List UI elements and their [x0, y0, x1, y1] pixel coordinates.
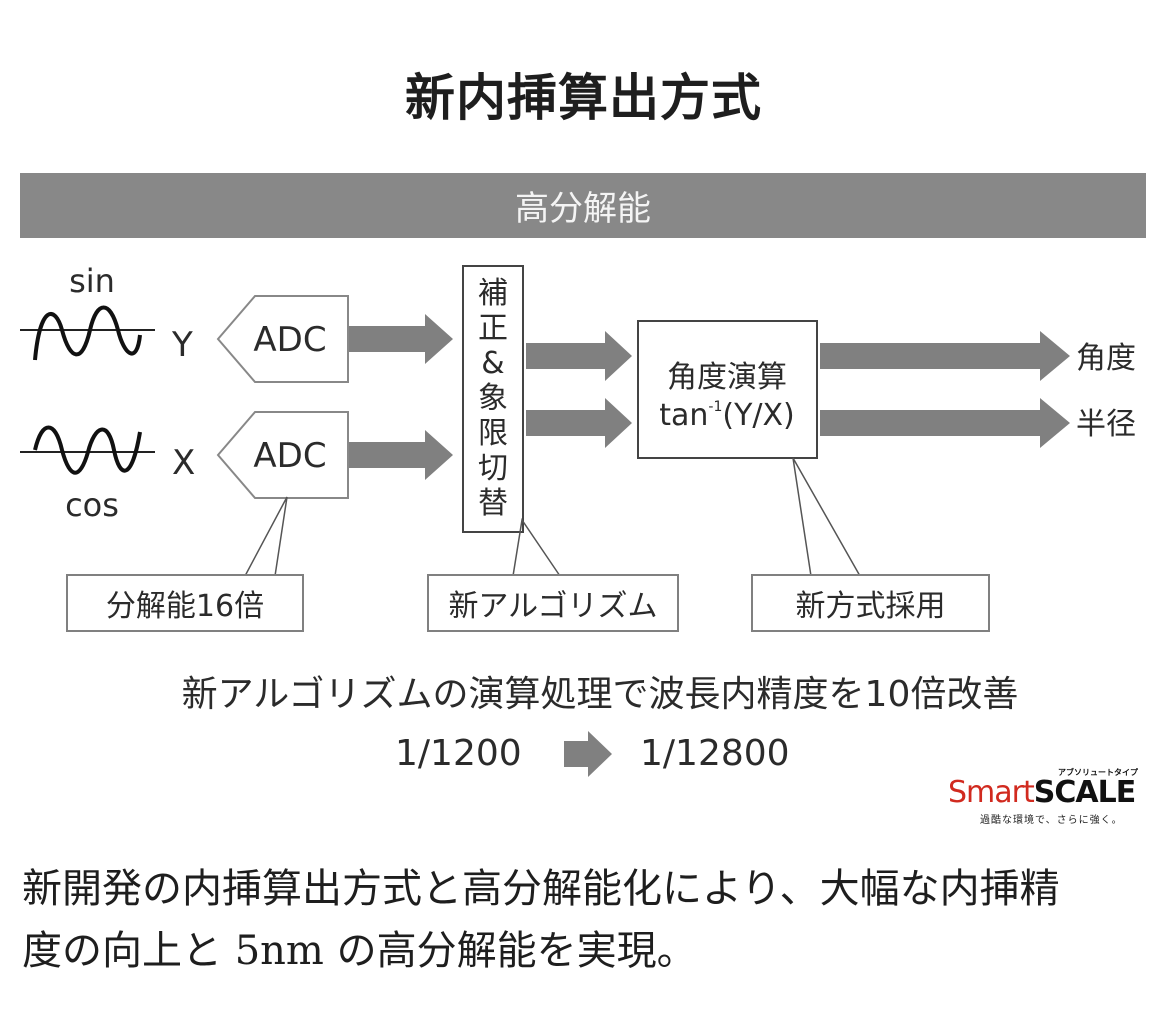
cos-label: cos	[65, 486, 119, 524]
correction-char: &	[481, 346, 504, 381]
logo-wordmark: SmartSCALE	[948, 775, 1136, 810]
correction-char: 正	[478, 311, 508, 346]
description-line-2: 度の向上と 5nm の高分解能を実現。	[22, 928, 697, 974]
arrow-angle-output	[820, 331, 1070, 381]
y-label: Y	[171, 325, 193, 365]
adc-top-label: ADC	[253, 320, 326, 360]
correction-char: 補	[478, 276, 508, 311]
section-banner: 高分解能	[20, 173, 1146, 238]
tan-formula: tan-1(Y/X)	[659, 398, 795, 433]
correction-char: 象	[478, 381, 508, 416]
description-line-1: 新開発の内挿算出方式と高分解能化により、大幅な内挿精	[22, 866, 1060, 912]
sine-wave-icon	[20, 305, 155, 361]
callout-algorithm: 新アルゴリズム	[427, 574, 679, 632]
arrow-adc-top	[349, 314, 453, 364]
callout-algorithm-text: 新アルゴリズム	[448, 589, 658, 624]
logo-scale: SCALE	[1033, 775, 1136, 810]
callout-resolution-text: 分解能16倍	[105, 589, 265, 624]
callout-method: 新方式採用	[751, 574, 990, 632]
callout-leader-method	[792, 457, 861, 577]
callout-leader-algorithm	[512, 518, 561, 577]
tan-prefix: tan	[659, 398, 708, 433]
angle-calc-box	[637, 320, 818, 459]
logo-tagline: 過酷な環境で、さらに強く。	[980, 815, 1123, 826]
x-label: X	[172, 443, 195, 483]
ratio-before: 1/1200	[395, 733, 522, 774]
adc-block-bottom	[216, 411, 349, 499]
arrow-adc-bottom	[349, 430, 453, 480]
cosine-wave-icon	[20, 425, 155, 475]
callout-resolution: 分解能16倍	[66, 574, 304, 632]
tan-suffix: (Y/X)	[722, 398, 794, 433]
tan-superscript: -1	[708, 399, 722, 415]
smartscale-logo: アブソリュートタイプ SmartSCALE 過酷な環境で、さらに強く。	[948, 765, 1148, 826]
angle-calc-label: 角度演算	[667, 360, 787, 395]
ratio-after: 1/12800	[640, 733, 790, 774]
callout-method-text: 新方式採用	[795, 589, 946, 624]
description-paragraph: 新開発の内挿算出方式と高分解能化により、大幅な内挿精 度の向上と 5nm の高分…	[22, 858, 1152, 982]
arrow-correction-top	[526, 331, 632, 381]
callout-leader-resolution	[244, 496, 288, 577]
correction-char: 替	[478, 486, 508, 521]
arrow-radius-output	[820, 398, 1070, 448]
ratio-arrow	[564, 731, 612, 777]
improvement-note: 新アルゴリズムの演算処理で波長内精度を10倍改善	[181, 674, 1019, 715]
output-radius-label: 半径	[1076, 407, 1136, 442]
correction-quadrant-box	[462, 265, 524, 533]
output-angle-label: 角度	[1076, 341, 1136, 376]
correction-char: 限	[478, 416, 508, 451]
sin-label: sin	[69, 262, 115, 300]
adc-block-top	[216, 295, 349, 383]
correction-char: 切	[478, 451, 508, 486]
logo-smart: Smart	[948, 775, 1035, 810]
adc-bottom-label: ADC	[253, 436, 326, 476]
banner-label: 高分解能	[515, 189, 651, 229]
arrow-correction-bottom	[526, 398, 632, 448]
logo-superscript: アブソリュートタイプ	[1058, 768, 1138, 777]
page-title: 新内挿算出方式	[405, 69, 762, 127]
